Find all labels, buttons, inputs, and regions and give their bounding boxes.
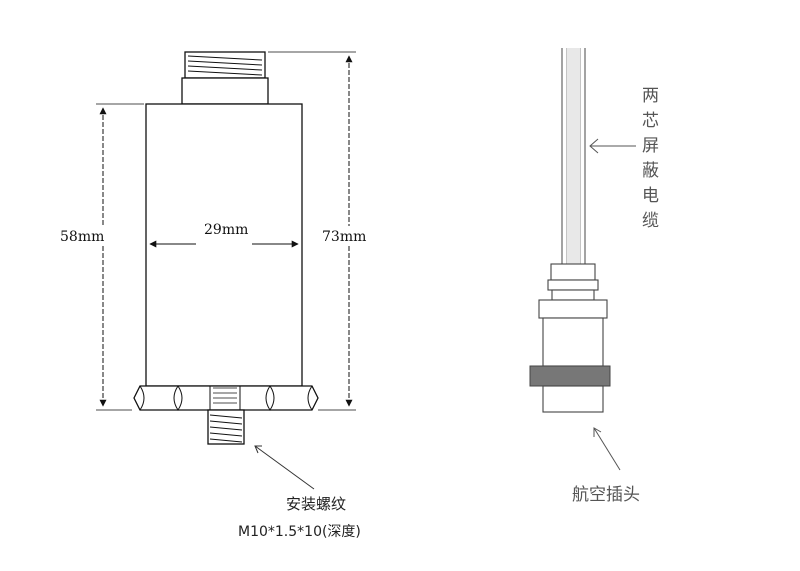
dim-label-58mm: 58mm: [60, 229, 104, 245]
connector-label: 航空插头: [572, 485, 640, 505]
sensor-neck: [181, 77, 269, 105]
hex-nut: [133, 385, 319, 411]
sensor-drawing: [133, 51, 319, 445]
dim-label-29mm: 29mm: [204, 222, 248, 238]
top-thread: [184, 51, 266, 79]
cable-label: 两 芯 屏 蔽 电 缆: [642, 86, 659, 231]
dim-label-73mm: 73mm: [322, 229, 366, 245]
cable-label-char-1: 两: [642, 86, 659, 106]
cable-label-char-2: 芯: [642, 111, 659, 131]
cable-pointer-arrow: [589, 138, 636, 154]
cable-label-char-6: 缆: [642, 211, 659, 231]
dimension-58mm: 58mm: [60, 103, 144, 411]
cable-label-char-3: 屏: [642, 136, 659, 156]
thread-pointer-arrow: [254, 445, 315, 490]
dimension-73mm: 73mm: [268, 51, 366, 411]
dimension-29mm: 29mm: [149, 222, 299, 248]
sensor-body: [145, 103, 303, 387]
aviation-connector: [529, 263, 611, 413]
mounting-stud: [207, 409, 245, 445]
cable-drawing: [561, 48, 586, 264]
mount-thread-spec: M10*1.5*10(深度): [238, 524, 361, 540]
mount-thread-title: 安装螺纹: [286, 495, 346, 513]
connector-pointer-arrow: [593, 427, 621, 471]
cable-label-char-4: 蔽: [642, 161, 659, 181]
cable-label-char-5: 电: [642, 186, 659, 206]
